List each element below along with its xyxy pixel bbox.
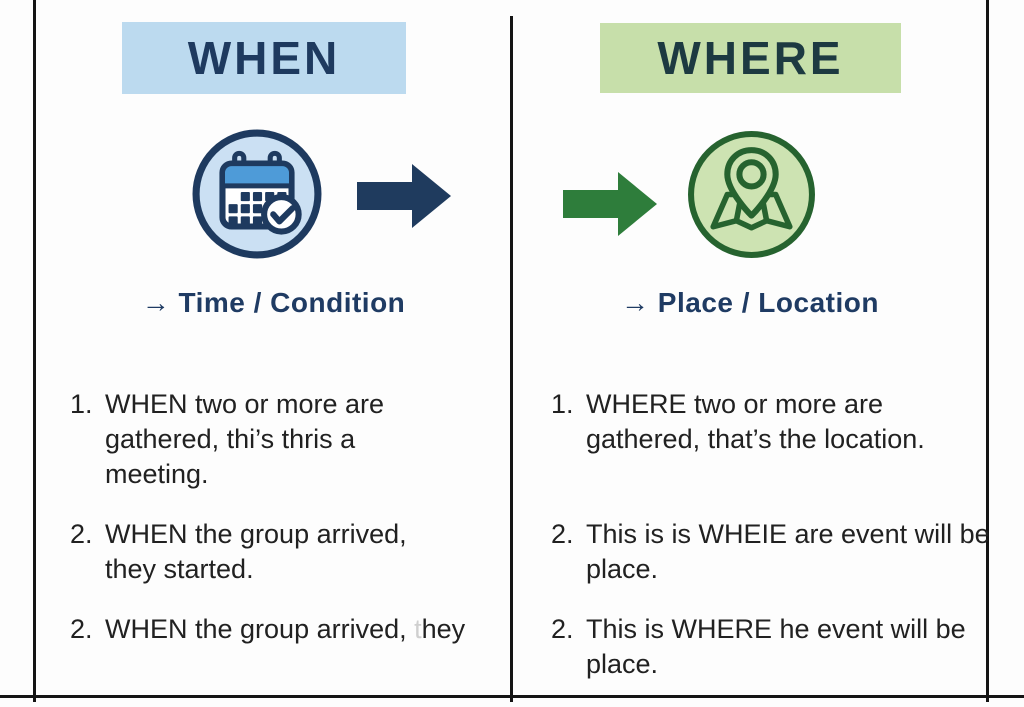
map-pin-icon xyxy=(687,130,816,259)
list-item-line: WHEN the group arrived, xyxy=(105,519,407,549)
when-list: 1. WHEN two or more are gathered, thi’s … xyxy=(70,387,510,672)
frame-right-line xyxy=(986,0,989,702)
line-rest: hey xyxy=(421,614,466,644)
faded-character: t xyxy=(414,614,422,644)
list-item: 2. This is is WHEIE are event will be pl… xyxy=(551,517,1021,587)
list-item: 1. WHEN two or more are gathered, thi’s … xyxy=(70,387,510,492)
line-prefix: WHEN the group arrived, xyxy=(105,614,415,644)
list-item-number: 2. xyxy=(551,614,574,644)
list-item-number: 1. xyxy=(551,389,574,419)
list-item-line: This is WHERE he event will be xyxy=(586,614,966,644)
list-item-line: meeting. xyxy=(105,459,209,489)
list-item-line: WHEN the group arrived, they xyxy=(105,612,510,647)
list-item-line: This is is WHEIE are event will be xyxy=(586,519,990,549)
list-item: 1. WHERE two or more are gathered, that’… xyxy=(551,387,1021,457)
list-item-line: WHEN two or more are xyxy=(105,389,385,419)
where-caption: → Place / Location xyxy=(621,287,879,318)
list-item-line: gathered, that’s the location. xyxy=(586,424,925,454)
list-item-number: 2. xyxy=(551,519,574,549)
list-item-line: WHERE two or more are xyxy=(586,389,884,419)
list-item: 2. WHEN the group arrived, they xyxy=(70,612,510,647)
where-header: WHERE xyxy=(600,23,901,93)
frame-bottom-line xyxy=(0,695,1024,698)
list-item: 2. This is WHERE he event will be place. xyxy=(551,612,1021,682)
where-header-label: WHERE xyxy=(657,32,844,84)
where-list: 1. WHERE two or more are gathered, that’… xyxy=(551,387,1021,707)
list-item-line: place. xyxy=(586,554,659,584)
list-item-number: 1. xyxy=(70,389,93,419)
list-item: 2. WHEN the group arrived, they started. xyxy=(70,517,510,587)
list-item-number: 2. xyxy=(70,614,93,644)
list-item-line: gathered, thi’s thris a xyxy=(105,424,356,454)
when-caption: → Time / Condition xyxy=(141,287,406,318)
right-arrow-icon xyxy=(563,168,659,240)
list-item-line: they started. xyxy=(105,554,254,584)
list-item-number: 2. xyxy=(70,519,93,549)
when-header-label: WHEN xyxy=(187,32,341,84)
frame-left-line xyxy=(33,0,36,702)
column-divider-line xyxy=(510,16,513,702)
calendar-check-icon xyxy=(192,129,322,259)
when-header: WHEN xyxy=(122,22,406,94)
right-arrow-icon xyxy=(357,160,453,232)
list-item-line: place. xyxy=(586,649,659,679)
